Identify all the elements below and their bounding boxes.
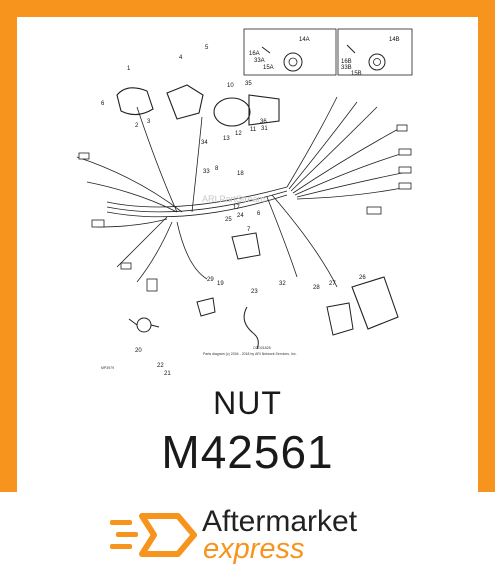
copyright-code: COD01828 [253, 346, 271, 350]
callout: 25 [225, 217, 232, 223]
callout: 6 [101, 101, 105, 107]
callout: 26 [359, 275, 366, 281]
callout: 7 [247, 227, 251, 233]
callout: 5 [205, 45, 209, 51]
callout: 15A [263, 65, 274, 71]
relay-body [166, 84, 204, 120]
wiring-harness-diagram: ARI PartStream 1 2 3 4 5 6 10 35 14A 16A… [76, 28, 413, 377]
brand-name-bottom: express [203, 533, 305, 565]
callout: 35 [245, 81, 252, 87]
callout: 33A [254, 58, 265, 64]
callout: 32 [279, 281, 286, 287]
callout: 36 [260, 119, 267, 125]
callout: 4 [179, 55, 183, 61]
product-card: ARI PartStream 1 2 3 4 5 6 10 35 14A 16A… [17, 17, 478, 492]
brand-footer [0, 492, 495, 575]
callout: 1 [127, 66, 131, 72]
callout: 21 [164, 371, 171, 377]
connector-group [78, 124, 412, 292]
callout: 34 [201, 140, 208, 146]
callout: 33B [341, 65, 352, 71]
callout: 13 [223, 136, 230, 142]
figure-code: MP3979 [101, 366, 114, 370]
callout: 27 [329, 281, 336, 287]
callout: 20 [135, 348, 142, 354]
callout: 14B [389, 37, 400, 43]
switch-20 [136, 317, 152, 333]
callout: 16B [341, 59, 352, 65]
wire-23 [243, 306, 259, 350]
watermark-text: ARI PartStream [202, 194, 265, 204]
horn-body [213, 97, 251, 127]
callout: 31 [261, 126, 268, 132]
hexagon-speed-logo-icon [110, 513, 197, 557]
copyright-text: Parts diagram (c) 2004 - 2018 by ARI Net… [203, 352, 297, 356]
module-26 [351, 276, 399, 330]
callout: 29 [207, 277, 214, 283]
callout: 19 [217, 281, 224, 287]
inset-box-a [243, 28, 337, 76]
inset-box-b [337, 28, 413, 76]
callout: 16A [249, 51, 260, 57]
callout: 2 [135, 123, 139, 129]
callout-labels: 1 2 3 4 5 6 10 35 14A 16A 33A 15A 14B 16… [101, 37, 400, 377]
callout: 8 [215, 166, 219, 172]
callout: 14A [299, 37, 310, 43]
callout: 3 [147, 119, 151, 125]
switch-body [116, 87, 154, 116]
callout: 15B [351, 71, 362, 77]
callout: 6 [257, 211, 261, 217]
callout: 33 [203, 169, 210, 175]
callout: 28 [313, 285, 320, 291]
callout: 10 [227, 83, 234, 89]
callout: 12 [235, 131, 242, 137]
callout: 17 [233, 205, 240, 211]
brand-name-top: Aftermarket [202, 505, 358, 538]
callout: 24 [237, 213, 244, 219]
part-name: NUT [213, 385, 282, 421]
callout: 22 [157, 363, 164, 369]
callout: 18 [237, 171, 244, 177]
callout: 23 [251, 289, 258, 295]
callout: 11 [250, 127, 257, 133]
part-number: M42561 [161, 426, 334, 478]
